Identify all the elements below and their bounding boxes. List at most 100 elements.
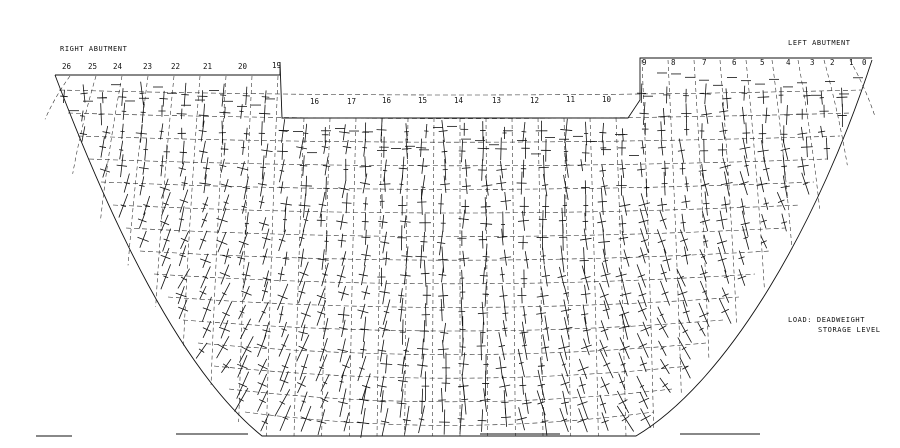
stress-mark-minor: [219, 164, 227, 167]
stress-mark-minor: [398, 294, 405, 297]
stress-mark-minor: [440, 183, 450, 186]
stress-mark-minor: [262, 277, 271, 281]
cantilever-line: [44, 75, 71, 120]
stress-mark-minor: [762, 167, 770, 171]
stress-mark-minor: [337, 239, 347, 242]
stress-mark-minor: [123, 181, 130, 185]
stress-mark-minor: [322, 273, 328, 276]
stress-mark-minor: [699, 312, 709, 318]
stress-mark-minor: [702, 240, 709, 243]
stress-mark-minor: [721, 203, 730, 206]
stress-mark-minor: [279, 313, 284, 316]
cantilever-line: [667, 59, 682, 395]
stress-mark-minor: [199, 182, 211, 185]
stress-mark-minor: [519, 331, 529, 334]
stress-mark-minor: [417, 348, 429, 350]
arch-line: [197, 342, 707, 355]
stress-mark-minor: [499, 256, 512, 259]
stress-mark-minor: [618, 399, 628, 405]
stress-mark-minor: [202, 167, 210, 170]
stress-mark-minor: [582, 329, 591, 332]
stress-mark-minor: [536, 294, 549, 298]
stress-mark-minor: [619, 167, 626, 170]
cantilever-grid: [44, 59, 876, 437]
stress-mark-minor: [700, 255, 706, 258]
stress-mark-minor: [580, 276, 591, 280]
stress-mark-minor: [660, 346, 665, 350]
stress-mark-minor: [299, 271, 309, 276]
stress-mark-minor: [382, 169, 388, 172]
stress-mark-minor: [321, 146, 329, 149]
stress-mark-minor: [716, 218, 728, 222]
stress-mark-minor: [682, 310, 690, 314]
right-abutment-label: RIGHT ABUTMENT: [60, 45, 128, 53]
block-number: 11: [566, 95, 575, 104]
cantilever-line: [537, 117, 544, 437]
stress-mark-minor: [599, 402, 607, 406]
stress-mark-minor: [495, 366, 507, 369]
stress-mark-minor: [420, 272, 430, 275]
stress-mark-minor: [337, 313, 350, 316]
stress-mark-minor: [241, 273, 251, 277]
stress-mark-minor: [659, 218, 667, 222]
stress-mark-minor: [257, 183, 267, 186]
stress-mark-minor: [599, 293, 609, 298]
stress-mark-minor: [357, 309, 369, 314]
stress-mark-minor: [619, 325, 631, 329]
stress-mark-minor: [436, 242, 446, 244]
block-number-labels: 26 25 24 23 22 21 20 19 16 17 16 15 14 1…: [62, 58, 867, 106]
stress-mark-minor: [537, 401, 546, 405]
stress-mark-minor: [721, 308, 730, 314]
stress-mark-minor: [242, 186, 251, 190]
stress-mark-minor: [279, 169, 285, 172]
stress-mark-minor: [322, 165, 331, 167]
stress-mark-minor: [243, 327, 248, 331]
stress-mark-minor: [597, 220, 607, 224]
stress-mark-minor: [380, 363, 393, 365]
stress-mark-minor: [640, 326, 652, 332]
stress-mark-minor: [181, 94, 189, 96]
dam-foundation-outline: [54, 59, 873, 437]
stress-mark-minor: [179, 199, 189, 203]
stress-mark-minor: [756, 182, 768, 187]
dam-outline: [54, 57, 873, 437]
stress-mark-minor: [760, 219, 767, 223]
stress-mark-minor: [621, 416, 630, 422]
stress-mark-minor: [542, 184, 549, 186]
stress-mark-minor: [360, 348, 367, 351]
stress-mark-minor: [461, 167, 471, 169]
stress-mark-minor: [400, 274, 411, 277]
stress-mark-minor: [296, 146, 308, 150]
stress-mark-minor: [244, 222, 250, 225]
cantilever-line: [432, 117, 435, 437]
stress-mark-minor: [278, 238, 286, 242]
stress-mark-minor: [338, 401, 348, 405]
stress-mark-minor: [499, 295, 508, 297]
stress-mark-minor: [638, 202, 651, 207]
stress-mark-minor: [198, 114, 209, 117]
stress-mark-minor: [700, 93, 711, 95]
cantilever-line: [72, 75, 97, 174]
stress-mark-minor: [458, 363, 469, 365]
block-number: 14: [454, 96, 464, 105]
stress-mark-minor: [537, 365, 545, 367]
stress-mark-minor: [262, 329, 271, 333]
stress-mark-minor: [181, 182, 188, 185]
stress-mark-minor: [223, 201, 229, 204]
arch-grid: [58, 89, 862, 426]
stress-mark-minor: [781, 165, 788, 168]
block-number: 20: [238, 62, 248, 71]
stress-mark-minor: [219, 272, 231, 277]
stress-mark-minor: [418, 165, 428, 167]
stress-mark-minor: [657, 203, 667, 206]
stress-mark-minor: [638, 397, 650, 404]
stress-mark-minor: [361, 291, 371, 295]
stress-mark-minor: [398, 380, 408, 383]
stress-mark-minor: [563, 164, 570, 166]
stress-mark-minor: [256, 343, 267, 349]
stress-mark-minor: [577, 401, 588, 406]
foundation-base-lines: [36, 433, 760, 437]
stress-mark-minor: [321, 348, 327, 351]
stress-mark-minor: [319, 366, 324, 370]
stress-mark-minor: [342, 145, 352, 149]
